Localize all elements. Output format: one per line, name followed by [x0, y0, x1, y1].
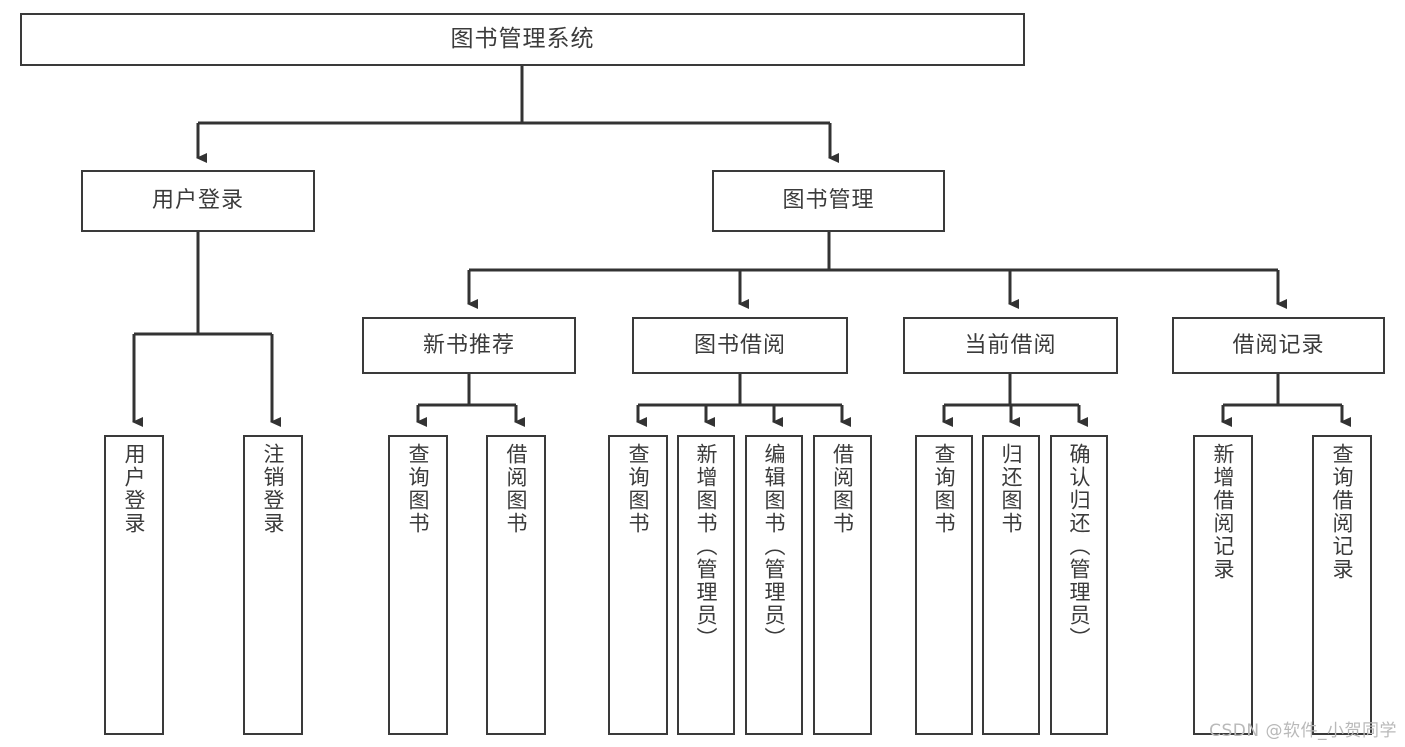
node-label-leaf-nb-borrow: 借阅图书	[504, 443, 529, 535]
watermark-text: CSDN @软件_小贺同学	[1209, 721, 1397, 741]
node-label-leaf-cu-confirm: 确认归还（管理员）	[1067, 443, 1092, 650]
node-leaf-cu-return[interactable]: 归还图书	[982, 435, 1040, 735]
node-label-leaf-rec-add: 新增借阅记录	[1211, 443, 1236, 581]
node-leaf-bo-borrow[interactable]: 借阅图书	[813, 435, 872, 735]
node-leaf-user-login[interactable]: 用户登录	[104, 435, 164, 735]
node-current[interactable]: 当前借阅	[903, 317, 1118, 374]
node-label-bookmgmt: 图书管理	[782, 188, 875, 214]
node-login[interactable]: 用户登录	[81, 170, 315, 232]
node-label-leaf-user-logout: 注销登录	[261, 443, 286, 535]
node-root[interactable]: 图书管理系统	[20, 13, 1025, 66]
node-label-leaf-cu-return: 归还图书	[999, 443, 1024, 535]
node-borrow[interactable]: 图书借阅	[632, 317, 848, 374]
node-label-leaf-rec-query: 查询借阅记录	[1330, 443, 1355, 581]
node-leaf-rec-query[interactable]: 查询借阅记录	[1312, 435, 1372, 735]
node-leaf-bo-add[interactable]: 新增图书（管理员）	[677, 435, 735, 735]
node-label-records: 借阅记录	[1232, 332, 1325, 358]
node-label-borrow: 图书借阅	[693, 332, 786, 358]
node-label-newbook: 新书推荐	[422, 332, 515, 358]
node-label-login: 用户登录	[151, 188, 244, 214]
node-label-current: 当前借阅	[964, 332, 1057, 358]
node-records[interactable]: 借阅记录	[1172, 317, 1385, 374]
node-label-leaf-bo-edit: 编辑图书（管理员）	[762, 443, 787, 650]
node-bookmgmt[interactable]: 图书管理	[712, 170, 945, 232]
node-label-leaf-user-login: 用户登录	[122, 443, 147, 535]
node-label-leaf-bo-query: 查询图书	[626, 443, 651, 535]
node-label-root: 图书管理系统	[450, 26, 595, 53]
node-leaf-bo-edit[interactable]: 编辑图书（管理员）	[745, 435, 803, 735]
node-newbook[interactable]: 新书推荐	[362, 317, 576, 374]
node-leaf-cu-confirm[interactable]: 确认归还（管理员）	[1050, 435, 1108, 735]
node-label-leaf-bo-add: 新增图书（管理员）	[694, 443, 719, 650]
node-leaf-nb-query[interactable]: 查询图书	[388, 435, 448, 735]
node-leaf-nb-borrow[interactable]: 借阅图书	[486, 435, 546, 735]
node-leaf-rec-add[interactable]: 新增借阅记录	[1193, 435, 1253, 735]
node-label-leaf-nb-query: 查询图书	[406, 443, 431, 535]
node-leaf-user-logout[interactable]: 注销登录	[243, 435, 303, 735]
node-leaf-cu-query[interactable]: 查询图书	[915, 435, 973, 735]
node-leaf-bo-query[interactable]: 查询图书	[608, 435, 668, 735]
node-label-leaf-cu-query: 查询图书	[932, 443, 957, 535]
node-label-leaf-bo-borrow: 借阅图书	[830, 443, 855, 535]
